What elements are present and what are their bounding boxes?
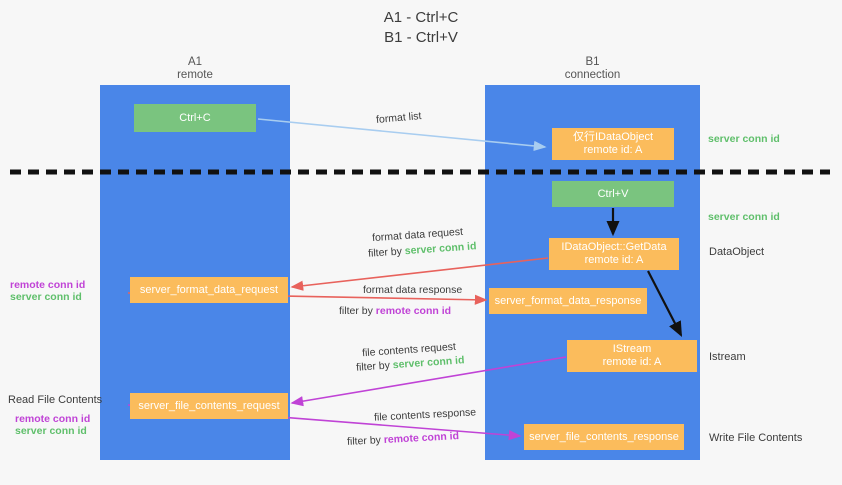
edge-label-format-data-response-text: format data response — [363, 284, 463, 296]
edge-filter-value-remote-conn-id: remote conn id — [383, 430, 460, 446]
edge-filter-value-server-conn-id: server conn id — [392, 354, 465, 372]
title-line-2: B1 - Ctrl+V — [384, 29, 458, 46]
note-left-remote-conn-id-top: remote conn id — [10, 279, 86, 291]
lane-a1-subtitle: remote — [177, 69, 213, 81]
node-file-req-label: server_file_contents_request — [138, 399, 280, 412]
note-right-write-file-contents: Write File Contents — [709, 432, 803, 444]
edge-label-format-list-text: format list — [375, 110, 422, 126]
lane-b1-subtitle: connection — [564, 69, 621, 81]
lane-header-a1: A1 remote — [100, 56, 290, 82]
edge-filter-value-remote-conn-id: remote conn id — [375, 305, 452, 317]
node-server-format-data-response[interactable]: server_format_data_response — [489, 288, 647, 314]
edge-filter-prefix: filter by — [367, 245, 406, 260]
edge-label-file-contents-response-text: file contents response — [373, 406, 477, 424]
edge-filter-prefix: filter by — [346, 434, 385, 448]
node-idataobject-getdata[interactable]: IDataObject::GetData remote id: A — [549, 238, 679, 270]
node-server-file-contents-request[interactable]: server_file_contents_request — [130, 393, 288, 419]
node-server-file-contents-response[interactable]: server_file_contents_response — [524, 424, 684, 450]
node-idataobject[interactable]: 仅行IDataObject remote id: A — [552, 128, 674, 160]
node-idataobject-line2: remote id: A — [583, 144, 643, 156]
node-getdata-line2: remote id: A — [584, 254, 644, 266]
node-server-format-data-request[interactable]: server_format_data_request — [130, 277, 288, 303]
title-line-1: A1 - Ctrl+C — [383, 9, 459, 26]
edge-filter-prefix: filter by — [339, 305, 376, 317]
edge-label-file-contents-response: file contents response — [374, 405, 477, 424]
node-istream-line1: IStream — [612, 343, 652, 355]
edge-label-format-list: format list — [375, 109, 422, 127]
edge-filter-value-server-conn-id: server conn id — [404, 240, 477, 258]
node-getdata-line1: IDataObject::GetData — [561, 241, 667, 253]
note-right-istream: Istream — [709, 351, 746, 363]
node-fmt-req-label: server_format_data_request — [139, 283, 279, 296]
node-ctrl-c-label: Ctrl+C — [179, 111, 211, 124]
edge-filter-format-data-response: filter by remote conn id — [339, 304, 451, 318]
note-left-server-conn-id-top: server conn id — [10, 291, 82, 303]
note-right-server-conn-id-top: server conn id — [708, 133, 780, 145]
node-file-resp-label: server_file_contents_response — [529, 430, 679, 443]
page-title: A1 - Ctrl+C B1 - Ctrl+V — [0, 8, 842, 48]
node-idataobject-line1: 仅行IDataObject — [572, 131, 654, 143]
lane-header-b1: B1 connection — [485, 56, 700, 82]
edge-label-format-data-response: format data response — [363, 283, 462, 297]
edge-filter-prefix: filter by — [355, 359, 394, 374]
node-ctrl-v[interactable]: Ctrl+V — [552, 181, 674, 207]
note-right-dataobject: DataObject — [709, 246, 765, 258]
node-istream[interactable]: IStream remote id: A — [567, 340, 697, 372]
lane-b1-name: B1 — [585, 56, 600, 68]
note-left-read-file-contents: Read File Contents — [8, 394, 103, 406]
node-istream-line2: remote id: A — [602, 356, 662, 368]
note-left-server-conn-id-bottom: server conn id — [15, 425, 87, 437]
node-ctrl-c[interactable]: Ctrl+C — [134, 104, 256, 132]
node-fmt-resp-label: server_format_data_response — [494, 294, 642, 307]
note-right-server-conn-id-mid: server conn id — [708, 211, 780, 223]
note-left-remote-conn-id-bottom: remote conn id — [15, 413, 91, 425]
edge-filter-file-contents-response: filter by remote conn id — [347, 429, 460, 449]
node-ctrl-v-label: Ctrl+V — [597, 187, 629, 200]
lane-a1-name: A1 — [187, 56, 203, 68]
